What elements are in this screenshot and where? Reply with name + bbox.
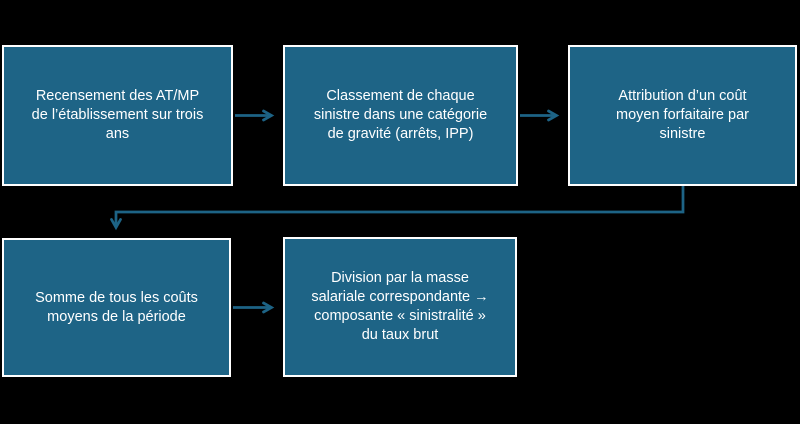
flow-step-classement-sinistre: Classement de chaque sinistre dans une c… [283,45,518,186]
arrow-step3-to-step4-elbow-icon [110,186,685,231]
flow-step-label: Classement de chaque sinistre dans une c… [313,88,488,142]
flow-step-label: Division par la masse salariale correspo… [311,270,489,343]
flow-step-division-masse-salariale: Division par la masse salariale correspo… [283,237,517,377]
flow-step-attribution-cout-moyen: Attribution d’un coût moyen forfaitaire … [568,45,797,186]
flow-step-somme-couts-moyens: Somme de tous les coûts moyens de la pér… [2,238,231,377]
flow-step-label: Attribution d’un coût moyen forfaitaire … [616,88,749,142]
flow-step-label: Somme de tous les coûts moyens de la pér… [35,289,198,325]
flow-step-recensement-atmp: Recensement des AT/MP de l’établissement… [2,45,233,186]
flow-step-label: Recensement des AT/MP de l’établissement… [31,88,204,142]
